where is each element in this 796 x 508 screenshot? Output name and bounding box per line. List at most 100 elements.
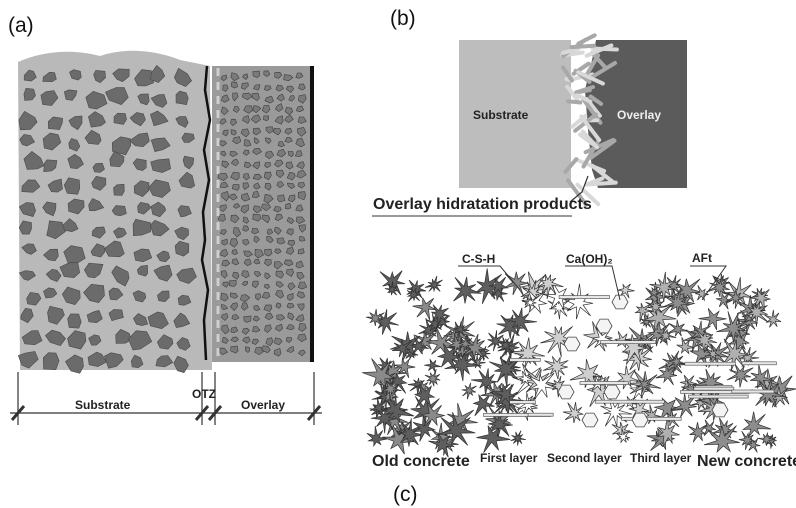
overlay-aggregate: [294, 150, 303, 157]
overlay-aggregate: [263, 248, 273, 257]
substrate-aggregate: [176, 267, 197, 284]
overlay-aggregate: [298, 94, 307, 104]
products-leader-line: [569, 175, 589, 203]
panel-label-c: (c): [393, 483, 418, 506]
caoh2-hexagon: [581, 412, 599, 428]
overlay-aggregate: [288, 95, 295, 102]
panel-b-schematic: [372, 33, 687, 217]
substrate-aggregate: [174, 240, 190, 257]
interface-crack: [200, 65, 212, 361]
overlay-aggregate: [218, 204, 227, 212]
aft-needle: [693, 386, 735, 391]
overlay-aggregate: [264, 324, 272, 333]
overlay-aggregate: [295, 72, 304, 79]
crystal: [528, 372, 559, 401]
crystal: [384, 281, 399, 296]
crystal: [695, 285, 709, 302]
substrate-aggregate: [65, 354, 84, 374]
crystal: [365, 308, 385, 327]
overlay-aggregate: [265, 337, 274, 346]
hydration-needle: [575, 93, 593, 104]
crystal: [562, 402, 585, 423]
overlay-aggregate: [253, 182, 261, 190]
substrate-aggregate: [150, 65, 166, 83]
substrate-aggregate: [17, 351, 39, 369]
overlay-aggregate: [221, 304, 229, 311]
aft-needle: [600, 340, 657, 344]
hydration-needle: [583, 53, 601, 79]
substrate-aggregate: [63, 245, 86, 263]
substrate-aggregate: [18, 202, 36, 217]
overlay-aggregate: [253, 137, 260, 145]
overlay-aggregate: [230, 72, 240, 82]
overlay-aggregate: [261, 292, 271, 299]
substrate-aggregate: [63, 177, 81, 195]
substrate-aggregate: [150, 110, 169, 127]
crystal: [698, 308, 727, 331]
overlay-aggregate: [242, 336, 251, 344]
overlay-aggregates: [217, 70, 308, 357]
substrate-aggregate: [155, 355, 174, 368]
crystal: [472, 393, 495, 417]
overlay-aggregate: [275, 169, 285, 178]
overlay-aggregate: [274, 337, 283, 346]
overlay-aggregate: [243, 258, 252, 267]
overlay-aggregate: [264, 183, 272, 191]
overlay-aggregate: [275, 103, 284, 112]
overlay-aggregate: [296, 105, 305, 113]
overlay-aggregate: [252, 105, 262, 114]
hydration-product-needles: [560, 33, 619, 207]
otz-dimension-label: OTZ: [192, 387, 216, 401]
overlay-aggregate: [240, 192, 251, 202]
overlay-aggregate: [220, 270, 228, 279]
overlay-aggregate: [222, 84, 229, 92]
overlay-aggregate: [217, 173, 228, 181]
substrate-aggregate: [84, 262, 104, 279]
overlay-matrix: [212, 66, 312, 362]
crystal: [757, 431, 776, 447]
crystal: [647, 286, 662, 299]
substrate-aggregate: [91, 175, 107, 191]
substrate-aggregate: [182, 155, 195, 170]
substrate-aggregate: [150, 158, 171, 173]
overlay-aggregate: [221, 336, 229, 344]
overlay-aggregate: [297, 116, 307, 124]
substrate-aggregate: [85, 90, 108, 110]
crystal: [649, 271, 676, 302]
substrate-aggregate: [46, 220, 66, 240]
crystal: [452, 321, 470, 339]
overlay-aggregate: [264, 312, 274, 320]
crystal: [667, 319, 689, 337]
aft-needle: [558, 295, 610, 299]
crystal: [424, 275, 443, 293]
overlay-aggregate: [266, 228, 274, 235]
overlay-aggregate: [231, 258, 240, 266]
crystal: [522, 296, 538, 311]
overlay-aggregate: [285, 268, 294, 278]
substrate-aggregate: [156, 250, 171, 263]
overlay-aggregate: [296, 161, 305, 170]
crystal: [702, 419, 717, 437]
overlay-aggregate: [297, 191, 307, 201]
overlay-aggregate: [222, 129, 229, 137]
overlay-aggregate: [243, 139, 252, 147]
crystal: [488, 276, 509, 297]
crystal-field: [362, 268, 796, 458]
substrate-aggregate: [132, 158, 147, 171]
overlay-aggregate: [230, 336, 239, 343]
crystal: [614, 331, 631, 349]
substrate-aggregate: [104, 352, 124, 369]
substrate-dimension-label: Substrate: [75, 398, 131, 412]
crystal: [542, 281, 572, 311]
crystal: [586, 375, 618, 408]
aft-needle: [527, 412, 554, 417]
overlay-aggregate: [297, 248, 305, 255]
overlay-aggregate: [286, 303, 295, 309]
overlay-aggregate: [284, 127, 293, 135]
crystal: [497, 336, 514, 356]
substrate-aggregate: [43, 159, 58, 173]
substrate-aggregate: [112, 68, 130, 82]
caoh2-hexagon: [631, 412, 649, 428]
overlay-aggregate: [254, 248, 264, 259]
crystal: [711, 417, 738, 440]
